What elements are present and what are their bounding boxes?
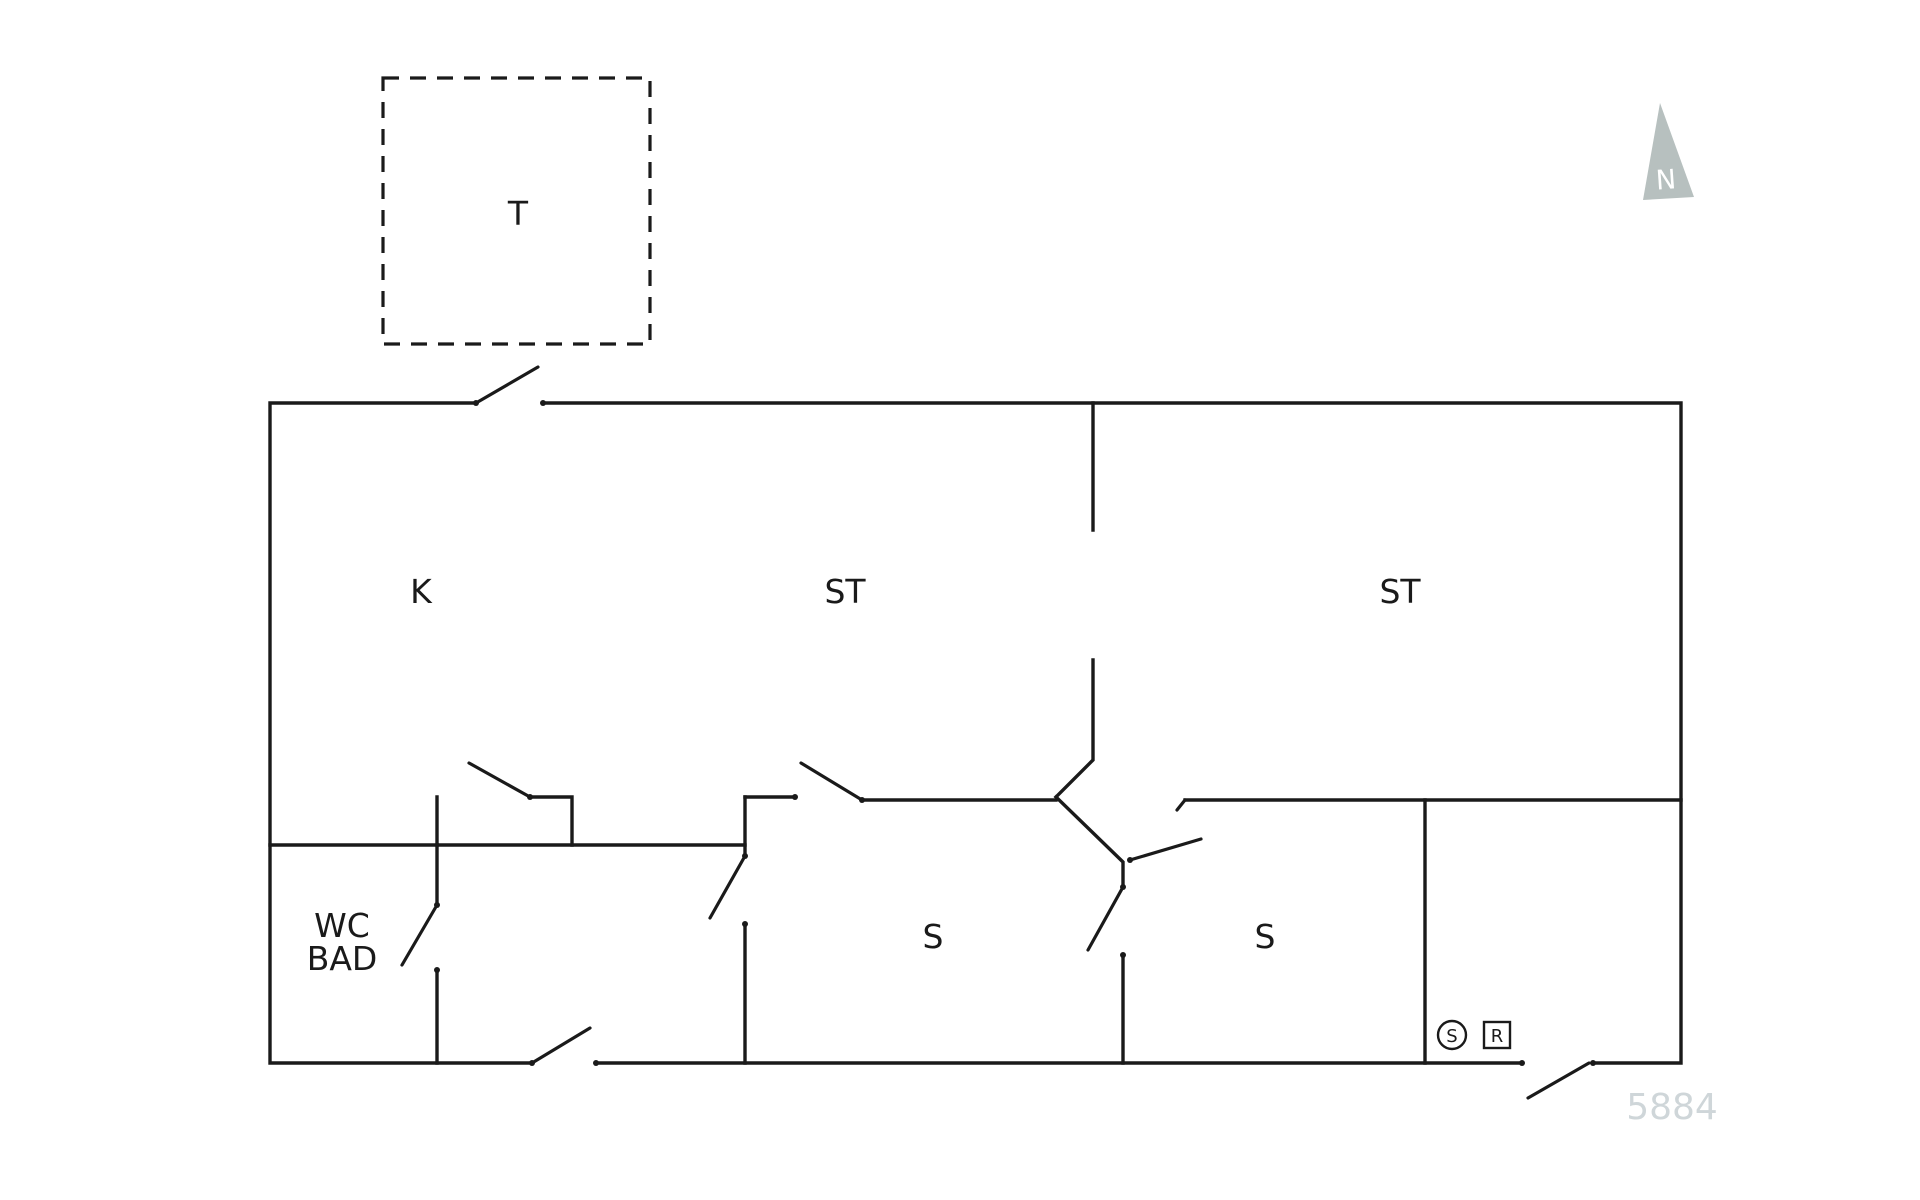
room-label-wc: WC [314,906,370,945]
circle-symbol-label: S [1446,1026,1457,1047]
room-label-living-west: ST [824,572,866,611]
terrace-outline [381,76,652,346]
room-label-living-east: ST [1379,572,1421,611]
door-swings [400,365,1591,1100]
room-label-bedroom-east: S [1255,917,1276,956]
plan-number: 5884 [1626,1087,1718,1128]
outer-walls [268,401,1683,1065]
room-label-bedroom-west: S [923,917,944,956]
square-symbol-label: R [1491,1026,1504,1047]
north-arrow-icon: N [1643,103,1694,200]
interior-walls [268,401,1683,1065]
north-arrow-label: N [1655,164,1677,196]
circle-symbol: S [1436,1019,1468,1051]
room-label-terrace: T [507,194,529,233]
door-hinges [434,400,1596,1066]
square-symbol: R [1482,1020,1512,1050]
room-label-kitchen: K [410,572,433,611]
room-label-bath: BAD [307,939,378,978]
